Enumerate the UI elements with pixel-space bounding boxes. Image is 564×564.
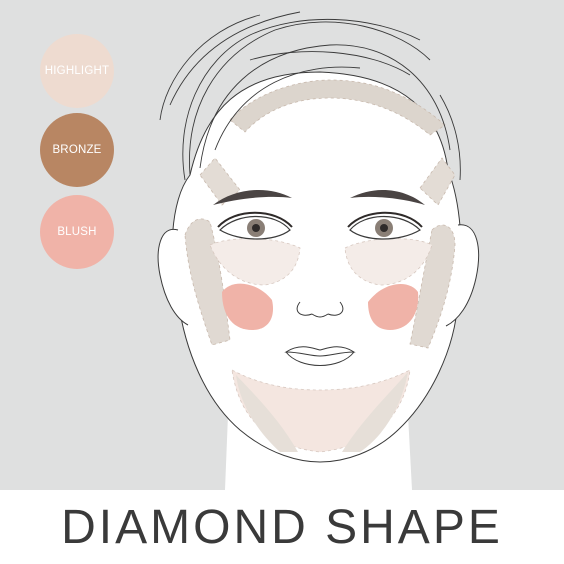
hair <box>159 11 461 181</box>
highlight-swatch: HIGHLIGHT <box>40 34 114 108</box>
left-jaw-contour-zone <box>236 375 298 452</box>
blush-label: BLUSH <box>57 226 97 238</box>
right-blush-zone <box>368 283 419 330</box>
left-eyebrow <box>213 189 292 205</box>
lips <box>284 346 356 366</box>
right-jaw-contour-zone <box>342 372 408 452</box>
forehead-contour-zone <box>229 79 446 136</box>
face-silhouette <box>171 71 462 463</box>
highlight-label: HIGHLIGHT <box>44 65 110 77</box>
left-temple-contour-zone <box>199 157 241 206</box>
right-temple-contour-zone <box>419 157 456 206</box>
nose <box>296 301 344 318</box>
right-eye <box>347 211 423 240</box>
left-eye <box>217 211 293 240</box>
right-cheek-contour-zone <box>409 224 456 349</box>
bronze-swatch: BRONZE <box>40 113 114 187</box>
left-ear <box>157 228 189 326</box>
bronze-label: BRONZE <box>52 144 102 156</box>
right-ear <box>445 224 479 327</box>
blush-swatch: BLUSH <box>40 195 114 269</box>
face-illustration <box>157 11 479 490</box>
face-illustration-area: HIGHLIGHT BRONZE BLUSH <box>0 0 564 490</box>
right-eyebrow <box>350 189 425 205</box>
left-blush-zone <box>222 283 274 330</box>
face-shape-title: DIAMOND SHAPE <box>61 500 503 554</box>
